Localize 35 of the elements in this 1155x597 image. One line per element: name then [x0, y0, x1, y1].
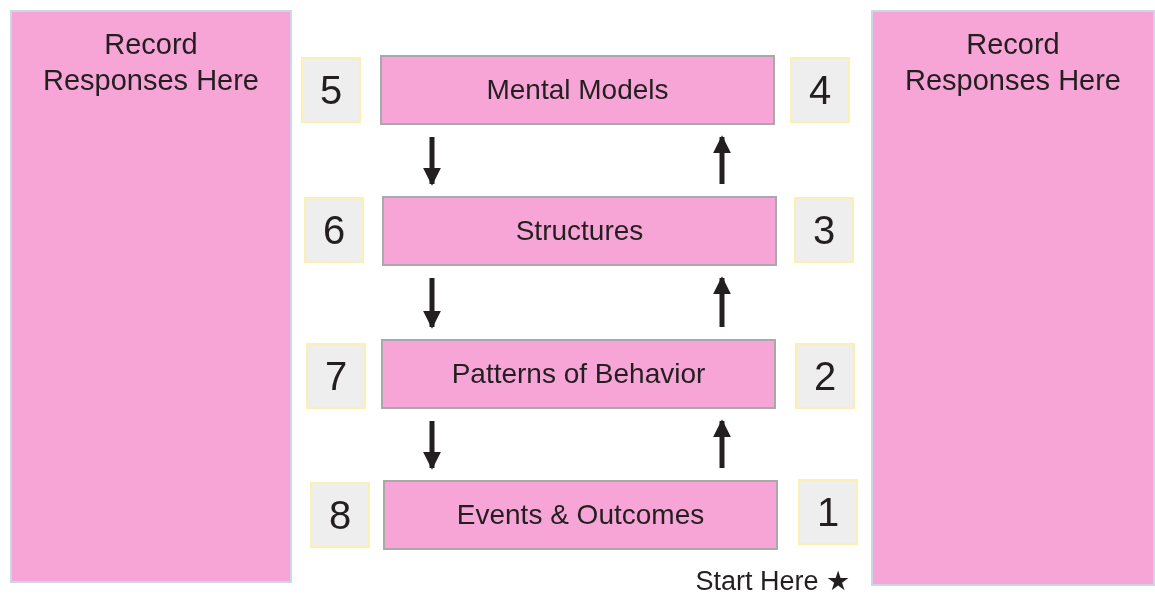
step-number-box	[795, 343, 855, 409]
arrow	[713, 135, 731, 184]
level-label: Mental Models	[486, 74, 669, 106]
level-box	[381, 339, 776, 409]
arrow	[423, 421, 441, 470]
step-number: 6	[322, 207, 346, 253]
step-number-box	[790, 57, 850, 123]
step-number: 2	[813, 353, 837, 399]
step-number: 5	[319, 67, 343, 113]
response-panel	[871, 10, 1155, 586]
step-number-box	[794, 197, 854, 263]
arrow	[423, 137, 441, 186]
level-label: Events & Outcomes	[456, 499, 705, 531]
panel-heading: Record Responses Here	[42, 27, 260, 98]
arrow	[713, 419, 731, 468]
step-number: 1	[816, 489, 840, 535]
step-number-box	[306, 343, 366, 409]
level-box	[380, 55, 775, 125]
response-panel	[10, 10, 292, 583]
step-number-box	[310, 482, 370, 548]
level-label: Structures	[515, 215, 644, 247]
level-label: Patterns of Behavior	[451, 358, 706, 390]
step-number: 7	[324, 353, 348, 399]
start-note: Start Here ★	[695, 565, 850, 597]
step-number-box	[301, 57, 361, 123]
step-number: 3	[812, 207, 836, 253]
arrow	[713, 276, 731, 327]
step-number: 4	[808, 67, 832, 113]
panel-heading: Record Responses Here	[904, 27, 1122, 98]
step-number: 8	[328, 492, 352, 538]
arrow	[423, 278, 441, 329]
step-number-box	[798, 479, 858, 545]
step-number-box	[304, 197, 364, 263]
level-box	[383, 480, 778, 550]
level-box	[382, 196, 777, 266]
